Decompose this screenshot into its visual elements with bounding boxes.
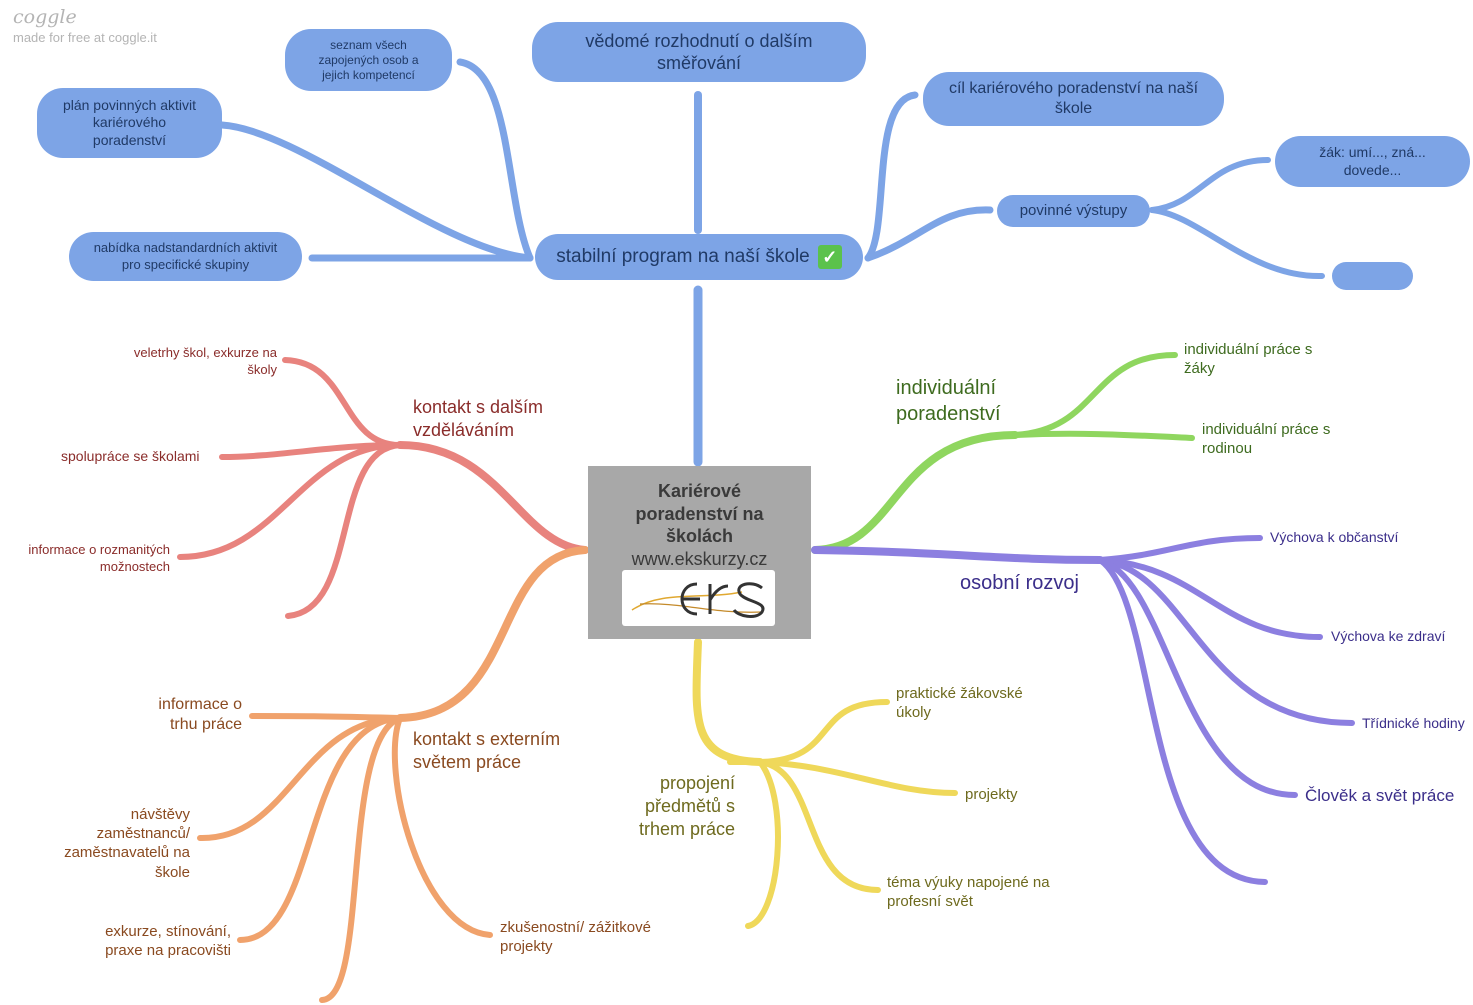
- branch-vystupy-to-zak: [1149, 157, 1271, 213]
- branch-center-to-red: [396, 441, 589, 554]
- branch-center-to-yellow: [692, 638, 764, 766]
- branch-yellow-to-empty: [745, 759, 781, 929]
- node-cil-poradenstvi[interactable]: cíl kariérového poradenství na naší škol…: [923, 72, 1224, 126]
- node-osobni-rozvoj[interactable]: osobní rozvoj: [960, 572, 1079, 594]
- branch-orange-to-navstevy: [197, 715, 403, 842]
- node-povinne-vystupy-label: povinné výstupy: [1019, 201, 1128, 219]
- node-zak-umi[interactable]: žák: umí..., zná... dovede...: [1275, 136, 1470, 187]
- coggle-logo: coggle: [13, 6, 77, 28]
- branch-orange-to-trh: [249, 713, 403, 721]
- node-stabilni-program-label: stabilní program na naší škole: [556, 246, 810, 268]
- node-exkurze-praxe[interactable]: exkurze, stínování, praxe na pracovišti: [105, 923, 231, 960]
- node-zak-umi-label: žák: umí..., zná... dovede...: [1319, 144, 1426, 178]
- branch-red-to-veletrhy: [282, 357, 403, 448]
- node-seznam-osob-label: seznam všech zapojených osob a jejich ko…: [318, 37, 419, 82]
- node-zkusenostni-projekty[interactable]: zkušenostní/ zážitkové projekty: [500, 919, 651, 956]
- branch-vystupy-to-empty: [1149, 207, 1325, 280]
- branch-red-to-empty: [285, 442, 403, 619]
- branch-green-to-rodina: [1012, 430, 1195, 441]
- node-seznam-osob[interactable]: seznam všech zapojených osob a jejich ko…: [285, 29, 452, 91]
- eks-logo-graphic: [631, 582, 765, 618]
- central-node[interactable]: Kariérové poradenství na školách www.eks…: [588, 466, 811, 639]
- branch-red-to-informace: [177, 442, 403, 560]
- branch-purple-to-zdravi: [1097, 557, 1323, 640]
- node-projekty[interactable]: projekty: [965, 786, 1018, 803]
- branch-hub-to-cil: [864, 91, 919, 262]
- node-empty-blue[interactable]: [1332, 262, 1413, 290]
- central-url: www.ekskurzy.cz: [631, 548, 768, 569]
- node-nabidka-aktivit-label: nabídka nadstandardních aktivit pro spec…: [93, 240, 278, 272]
- node-navstevy[interactable]: návštěvy zaměstnanců/ zaměstnavatelů na …: [64, 806, 190, 881]
- node-prakticke-ukoly[interactable]: praktické žákovské úkoly: [896, 685, 1023, 722]
- branch-center-to-purple: [811, 546, 1104, 564]
- node-prace-se-zaky[interactable]: individuální práce s žáky: [1184, 341, 1313, 378]
- checkmark-icon: ✓: [817, 245, 842, 269]
- coggle-tagline: made for free at coggle.it: [13, 30, 157, 45]
- node-informace-moznostech[interactable]: informace o rozmanitých možnostech: [28, 542, 170, 574]
- branch-center-to-orange: [396, 546, 589, 722]
- node-tema-vyuky[interactable]: téma výuky napojené na profesní svět: [887, 874, 1050, 911]
- node-plan-aktivit-label: plán povinných aktivit kariérového porad…: [62, 96, 197, 148]
- node-stabilni-program[interactable]: stabilní program na naší škole ✓: [535, 234, 863, 280]
- branch-center-to-green: [811, 431, 1019, 554]
- node-vychova-zdravi[interactable]: Výchova ke zdraví: [1331, 628, 1446, 644]
- branch-orange-to-empty: [319, 715, 403, 1003]
- node-kontakt-vzdelavanim[interactable]: kontakt s dalším vzděláváním: [413, 397, 544, 441]
- node-prace-s-rodinou[interactable]: individuální práce s rodinou: [1202, 421, 1331, 458]
- node-tridnicke-hodiny[interactable]: Třídnické hodiny: [1362, 715, 1465, 731]
- node-propojeni-predmetu[interactable]: propojení předmětů s trhem práce: [638, 773, 735, 840]
- node-vedome-rozhodnuti-label: vědomé rozhodnutí o dalším směřování: [585, 30, 813, 74]
- node-trh-prace[interactable]: informace o trhu práce: [158, 696, 242, 734]
- node-vychova-obcanstvi[interactable]: Výchova k občanství: [1270, 529, 1399, 545]
- branch-purple-to-clovek: [1097, 557, 1298, 798]
- node-veletrhy-skol[interactable]: veletrhy škol, exkurze na školy: [133, 345, 277, 377]
- branch-yellow-to-projekty: [757, 759, 958, 796]
- branch-hub-to-plan: [218, 121, 534, 262]
- branch-yellow-to-ukoly: [757, 699, 890, 765]
- branch-hub-to-seznam: [456, 58, 534, 262]
- node-povinne-vystupy[interactable]: povinné výstupy: [997, 195, 1150, 227]
- branch-green-to-zaci: [1012, 352, 1178, 438]
- node-kontakt-externim[interactable]: kontakt s externím světem práce: [413, 729, 561, 773]
- node-vedome-rozhodnuti[interactable]: vědomé rozhodnutí o dalším směřování: [532, 22, 866, 82]
- coggle-branding: coggle made for free at coggle.it: [13, 6, 157, 45]
- node-cil-poradenstvi-label: cíl kariérového poradenství na naší škol…: [948, 80, 1199, 117]
- branch-purple-to-obcanstvi: [1097, 535, 1263, 563]
- branch-orange-to-exkurze: [237, 715, 403, 943]
- node-plan-aktivit[interactable]: plán povinných aktivit kariérového porad…: [37, 88, 222, 158]
- branch-purple-to-tridnicke: [1097, 557, 1355, 726]
- branch-hub-to-vystupy: [864, 206, 994, 262]
- eks-logo: [622, 570, 775, 626]
- branch-yellow-to-tema: [757, 759, 881, 893]
- central-title: Kariérové poradenství na školách: [635, 481, 764, 546]
- node-clovek-svet-prace[interactable]: Člověk a svět práce: [1305, 786, 1455, 805]
- node-nabidka-aktivit[interactable]: nabídka nadstandardních aktivit pro spec…: [69, 232, 302, 281]
- branch-purple-to-empty: [1097, 557, 1268, 885]
- branch-orange-to-zkusenostni: [391, 715, 493, 938]
- node-individualni-poradenstvi[interactable]: individuální poradenství: [896, 377, 1001, 425]
- node-spoluprace-skolami[interactable]: spolupráce se školami: [61, 448, 200, 464]
